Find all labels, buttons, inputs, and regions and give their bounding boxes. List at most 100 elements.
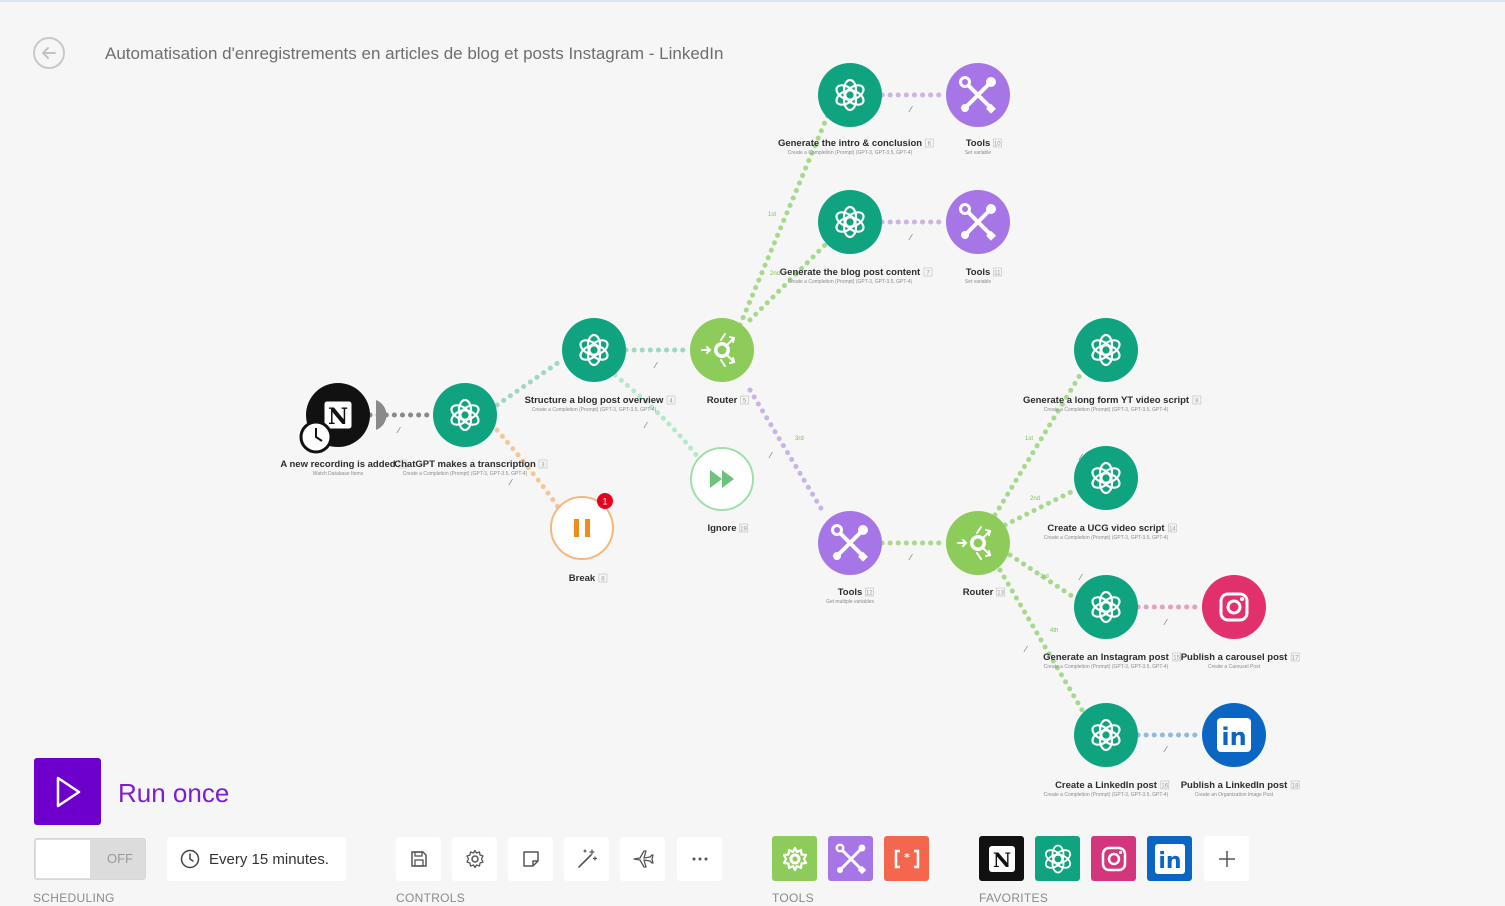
module-blog-content[interactable]: Generate the blog post content Create a … [780, 190, 933, 285]
magic-wand-icon [577, 849, 597, 868]
svg-text:*: * [904, 851, 910, 864]
add-favorite-button[interactable] [1204, 836, 1249, 881]
module-number-badge [923, 267, 933, 277]
node-label: Tools [838, 587, 863, 598]
module-number: 16 [1161, 784, 1168, 790]
error-badge-count: 1 [602, 497, 607, 507]
module-number-badge [1290, 780, 1300, 790]
module-number-badge [598, 573, 608, 583]
favorite-instagram[interactable] [1091, 836, 1136, 881]
node-sub: Create a Completion (Prompt) (GPT-3, GPT… [1044, 407, 1169, 413]
module-number-badge [740, 395, 749, 405]
module-number: 18 [1292, 784, 1299, 790]
module-number: 19 [740, 527, 747, 533]
svg-text:3rd: 3rd [795, 436, 804, 442]
module-tools-2[interactable]: Tools Set variable 11 [946, 190, 1010, 285]
notion-icon: N [988, 845, 1015, 872]
auto-align-button[interactable] [564, 837, 609, 881]
scenario-settings-button[interactable] [452, 837, 497, 881]
node-label: Structure a blog post overview [525, 395, 664, 406]
node-label: ChatGPT makes a transcription [394, 459, 536, 470]
top-border [0, 0, 1505, 2]
more-button[interactable] [677, 837, 722, 881]
node-sub: Set variable [965, 150, 992, 156]
module-ignore[interactable]: Ignore 19 [690, 447, 754, 534]
node-label: Publish a LinkedIn post [1181, 780, 1288, 791]
module-number: 15 [1173, 656, 1180, 662]
connectors [367, 92, 1205, 738]
node-label: Create a LinkedIn post [1055, 780, 1158, 791]
toggle-state: OFF [107, 851, 133, 866]
favorite-openai[interactable] [1035, 836, 1080, 881]
node-sub: Create a Completion (Prompt) (GPT-3, GPT… [788, 150, 913, 156]
module-number: 4 [669, 399, 673, 405]
favorite-linkedin[interactable]: in [1147, 836, 1192, 881]
module-publish-carousel[interactable]: Publish a carousel post Create a Carouse… [1181, 575, 1300, 670]
svg-text:⁄: ⁄ [508, 478, 513, 487]
filter-markers: ⁄⁄⁄ ⁄⁄⁄ ⁄⁄⁄ ⁄⁄⁄ ⁄ [396, 105, 1168, 754]
module-watch-database[interactable]: N A new recording is added Watch Databas… [280, 383, 408, 477]
module-number: 12 [866, 591, 873, 597]
module-instagram-post[interactable]: Generate an Instagram post Create a Comp… [1043, 575, 1181, 670]
module-break[interactable]: 1 Break 8 [550, 493, 614, 584]
scheduling-toggle[interactable]: OFF [34, 838, 146, 880]
module-number-badge [1168, 523, 1177, 533]
linkedin-icon: in [1217, 718, 1251, 752]
route-labels: 1st 2nd 3rd 1st 2nd 3rd 4th [768, 212, 1058, 634]
module-publish-linkedin[interactable]: in Publish a LinkedIn post Create an Org… [1181, 703, 1300, 798]
linkedin-icon: in [1154, 843, 1185, 874]
module-ucg-script[interactable]: Create a UCG video script Create a Compl… [1044, 446, 1177, 541]
favorite-notion[interactable]: N [979, 836, 1024, 881]
instagram-icon [1101, 846, 1126, 871]
tools-button[interactable] [828, 836, 873, 881]
run-once-button[interactable] [34, 758, 101, 825]
module-transcription[interactable]: ChatGPT makes a transcription Create a C… [394, 383, 548, 477]
svg-text:⁄: ⁄ [653, 361, 658, 370]
module-number-badge [1290, 652, 1300, 662]
module-structure-overview[interactable]: Structure a blog post overview Create a … [525, 318, 676, 413]
node-label: A new recording is added [280, 459, 395, 470]
module-linkedin-post[interactable]: Create a LinkedIn post Create a Completi… [1044, 703, 1170, 798]
svg-text:⁄: ⁄ [908, 105, 913, 114]
node-sub: Watch Database Items [313, 471, 364, 477]
node-label: Create a UCG video script [1047, 523, 1165, 534]
module-number: 6 [928, 142, 932, 148]
save-button[interactable] [396, 837, 441, 881]
module-yt-script[interactable]: Generate a long form YT video script Cre… [1023, 318, 1202, 413]
save-icon [410, 851, 427, 867]
svg-text:3rd: 3rd [1040, 574, 1049, 580]
node-sub: Get multiple variables [826, 599, 875, 605]
module-number: 11 [994, 271, 1001, 277]
module-number: 8 [601, 577, 605, 583]
svg-text:⁄: ⁄ [908, 233, 913, 242]
run-once-label[interactable]: Run once [118, 778, 230, 808]
back-button[interactable] [33, 37, 65, 69]
module-number-badge [1192, 395, 1202, 405]
svg-text:⁄: ⁄ [396, 426, 401, 435]
node-sub: Create a Completion (Prompt) (GPT-3, GPT… [532, 407, 657, 413]
module-number-badge [538, 459, 548, 469]
module-router-2[interactable]: Router 13 [946, 511, 1010, 598]
svg-text:1st: 1st [768, 212, 776, 218]
notes-button[interactable] [508, 837, 553, 881]
error-badge [597, 493, 613, 509]
module-number-badge [865, 587, 874, 597]
module-number-badge [739, 523, 748, 533]
module-router-1[interactable]: Router 5 [690, 318, 754, 406]
explain-flow-button[interactable] [620, 837, 665, 881]
node-sub: Create a Completion (Prompt) (GPT-3, GPT… [403, 471, 528, 477]
node-sub: Create a Completion (Prompt) (GPT-3, GPT… [1044, 535, 1169, 541]
text-parser-button[interactable]: * [884, 836, 929, 881]
module-tools-1[interactable]: Tools Set variable 10 [946, 63, 1010, 156]
node-sub: Create a Carousel Post [1208, 664, 1261, 670]
scheduling-section-label: SCHEDULING [33, 891, 115, 905]
flow-control-button[interactable] [772, 836, 817, 881]
module-number-badge [398, 459, 408, 469]
module-number: 3 [541, 463, 545, 469]
play-icon [56, 776, 80, 807]
schedule-interval-button[interactable]: Every 15 minutes. [167, 837, 346, 881]
module-intro-conclusion[interactable]: Generate the intro & conclusion Create a… [778, 63, 934, 156]
module-number-badge [1160, 780, 1170, 790]
module-tools-3[interactable]: Tools Get multiple variables 12 [818, 511, 882, 605]
module-number: 7 [926, 271, 930, 277]
